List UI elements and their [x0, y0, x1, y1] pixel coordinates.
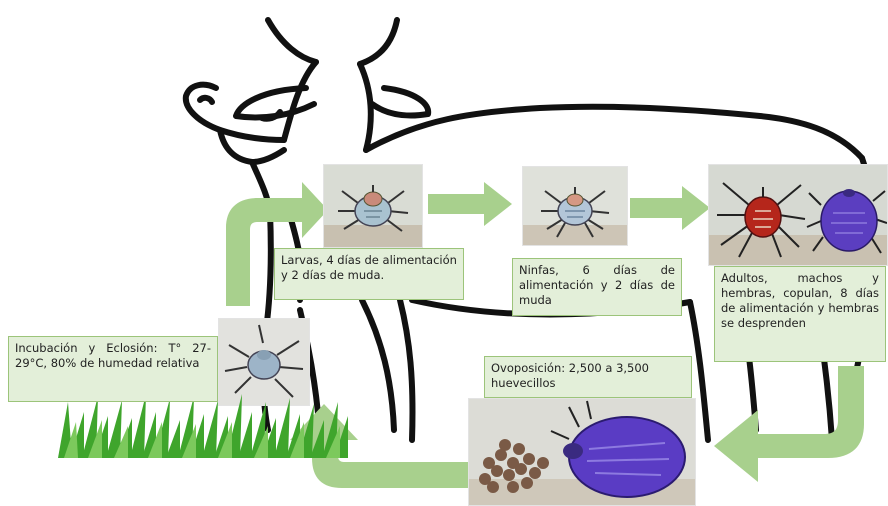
nymph-tick-icon — [523, 167, 627, 245]
nymph-tick-photo — [522, 166, 628, 246]
larvas-text: Larvas, 4 días de alimentación y 2 días … — [281, 253, 457, 282]
larvas-label: Larvas, 4 días de alimentación y 2 días … — [274, 248, 464, 300]
ovoposicion-text: Ovoposición: 2,500 a 3,500 huevecillos — [491, 361, 649, 390]
adult-ticks-photo — [708, 164, 888, 266]
incubacion-label: Incubación y Eclosión: T° 27-29°C, 80% d… — [8, 336, 218, 402]
arrow-adultos-to-ovoposicion — [714, 366, 864, 482]
adult-ticks-icon — [709, 165, 887, 265]
ninfas-text: Ninfas, 6 días de alimentación y 2 días … — [519, 263, 675, 307]
ovoposicion-label: Ovoposición: 2,500 a 3,500 huevecillos — [484, 356, 692, 398]
arrow-larvas-to-ninfas — [428, 182, 512, 226]
larva-tick-icon — [324, 165, 422, 247]
larva-tick-photo — [323, 164, 423, 248]
incubacion-text: Incubación y Eclosión: T° 27-29°C, 80% d… — [15, 341, 211, 370]
ninfas-label: Ninfas, 6 días de alimentación y 2 días … — [512, 258, 682, 316]
arrow-ninfas-to-adultos — [630, 186, 710, 230]
adultos-label: Adultos, machos y hembras, copulan, 8 dí… — [714, 266, 886, 362]
engorged-female-photo — [468, 398, 696, 506]
adultos-text: Adultos, machos y hembras, copulan, 8 dí… — [721, 271, 879, 330]
engorged-female-tick-icon — [469, 399, 695, 505]
